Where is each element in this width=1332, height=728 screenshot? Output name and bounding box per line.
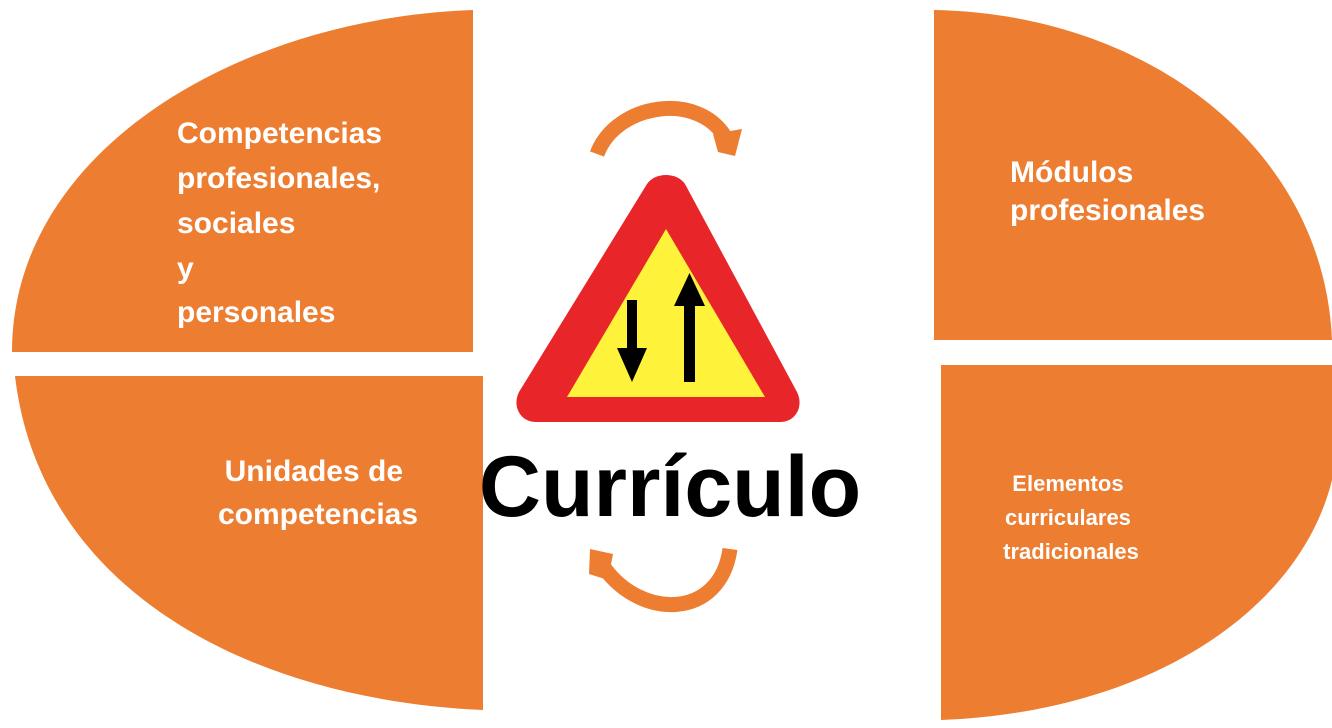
quadrant-top-right-text: Módulos profesionales <box>1010 156 1205 227</box>
quadrant-top-left-line: personales <box>177 296 335 329</box>
up-arrow-icon <box>674 273 705 382</box>
quadrant-top-left-line: sociales <box>177 207 295 240</box>
quadrant-bottom-right: Elementos curriculares tradicionales <box>941 365 1332 720</box>
sign-inner <box>567 229 765 397</box>
quadrant-bottom-left-line: Unidades de <box>225 455 403 488</box>
quadrant-bottom-left: Unidades de competencias <box>15 376 483 710</box>
quadrant-bottom-right-line: curriculares <box>1005 505 1131 530</box>
quadrant-top-left-line: y <box>177 252 194 285</box>
quadrant-bottom-right-shape <box>941 365 1332 720</box>
quadrant-bottom-right-text: Elementos curriculares tradicionales <box>1003 471 1139 564</box>
quadrant-top-left-text: Competencias profesionales, sociales y p… <box>177 117 390 329</box>
quadrant-top-left-line: profesionales, <box>177 162 380 195</box>
quadrant-bottom-right-line: Elementos <box>1012 471 1123 496</box>
quadrant-top-right-shape <box>934 10 1332 340</box>
quadrant-bottom-left-shape <box>15 376 483 710</box>
quadrant-top-left: Competencias profesionales, sociales y p… <box>12 10 473 352</box>
quadrant-top-left-shape <box>12 10 473 352</box>
quadrant-top-right: Módulos profesionales <box>934 10 1332 340</box>
quadrant-bottom-left-line: competencias <box>218 498 418 531</box>
quadrant-top-right-line: profesionales <box>1010 194 1205 227</box>
quadrant-top-left-line: Competencias <box>177 117 382 150</box>
down-arrow-icon <box>617 300 647 382</box>
cycle-arrow-top-icon <box>589 101 742 158</box>
quadrant-bottom-right-line: tradicionales <box>1003 539 1139 564</box>
center-title: Currículo <box>479 439 861 535</box>
cycle-arrow-bottom-icon <box>589 547 738 613</box>
two-way-traffic-sign-icon <box>516 175 800 422</box>
quadrant-top-right-line: Módulos <box>1010 156 1133 189</box>
quadrant-bottom-left-text: Unidades de competencias <box>218 455 418 531</box>
